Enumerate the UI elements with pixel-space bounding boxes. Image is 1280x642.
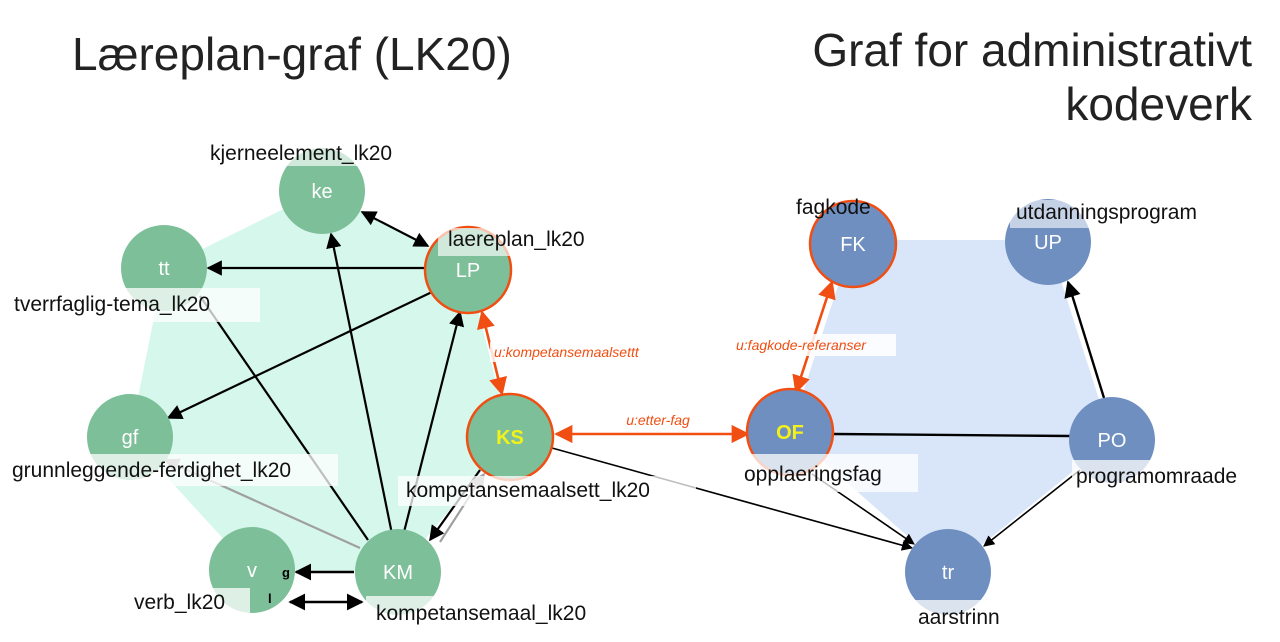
admin-graph-region bbox=[790, 240, 1112, 572]
edge-km-tt bbox=[199, 295, 369, 541]
edge-ke-lp bbox=[360, 211, 430, 247]
edge-label-fk-of: u:fagkode-referanser bbox=[736, 337, 867, 353]
edge-label-lp-ks: u:kompetansemaalsettt bbox=[494, 344, 640, 360]
node-ks-abbr: KS bbox=[496, 427, 524, 449]
node-ke-abbr: ke bbox=[311, 181, 332, 203]
node-po-name: programomraade bbox=[1076, 465, 1237, 488]
node-v-name: verb_lk20 bbox=[134, 591, 225, 614]
node-tr-name: aarstrinn bbox=[918, 606, 1000, 629]
edge-po-tr bbox=[983, 469, 1081, 547]
edge-po-up bbox=[1064, 280, 1106, 399]
label-bg-ke bbox=[208, 140, 422, 166]
node-po-abbr: PO bbox=[1098, 430, 1127, 452]
node-fk[interactable]: FK bbox=[808, 199, 898, 289]
label-bg-po bbox=[1072, 460, 1272, 490]
node-gf-abbr: gf bbox=[122, 427, 139, 449]
edge-km-ke bbox=[326, 232, 394, 535]
node-fk-name: fagkode bbox=[796, 196, 871, 219]
node-lp-name: laereplan_lk20 bbox=[448, 228, 585, 251]
node-tr-abbr: tr bbox=[942, 562, 955, 584]
edge-label-bg-fk-of bbox=[728, 334, 896, 356]
edge-label-bg-ks-of bbox=[612, 411, 704, 431]
label-bg-up bbox=[1010, 200, 1234, 228]
node-km-abbr: KM bbox=[383, 562, 413, 584]
node-v-abbr: v bbox=[247, 560, 257, 582]
label-bg-lp bbox=[438, 228, 608, 256]
label-bg-v bbox=[128, 588, 250, 616]
mark-l: l bbox=[268, 591, 272, 606]
right-title-line2: kodeverk bbox=[1065, 78, 1253, 130]
label-bg-km bbox=[366, 596, 622, 628]
node-ks-name: kompetansemaalsett_lk20 bbox=[406, 479, 650, 502]
node-tt-abbr: tt bbox=[158, 258, 170, 280]
node-ke[interactable]: ke bbox=[279, 148, 365, 234]
mark-g: g bbox=[282, 565, 290, 580]
node-gf-name: grunnleggende-ferdighet_lk20 bbox=[12, 459, 291, 482]
node-lp-abbr: LP bbox=[456, 260, 480, 282]
node-tr[interactable]: tr bbox=[905, 529, 991, 615]
label-bg-tt bbox=[10, 288, 260, 322]
edge-lp-gf bbox=[166, 291, 433, 419]
edge-label-ks-of: u:etter-fag bbox=[626, 412, 690, 428]
left-title: Læreplan-graf (LK20) bbox=[72, 28, 512, 80]
node-km[interactable]: KM bbox=[355, 529, 441, 615]
node-km-name: kompetansemaal_lk20 bbox=[376, 602, 586, 625]
label-bg-tr bbox=[910, 600, 1020, 630]
right-title-line1: Graf for administrativt bbox=[812, 24, 1252, 76]
edge-label-bg-lp-ks bbox=[490, 342, 666, 362]
label-bg-ks bbox=[398, 476, 696, 506]
node-up-abbr: UP bbox=[1034, 232, 1062, 254]
node-ke-name: kjerneelement_lk20 bbox=[210, 142, 392, 165]
label-bg-of bbox=[738, 454, 918, 492]
node-up-name: utdanningsprogram bbox=[1016, 201, 1197, 224]
node-ks[interactable]: KS bbox=[465, 392, 555, 482]
node-of-name: opplaeringsfag bbox=[744, 463, 882, 486]
node-fk-abbr: FK bbox=[840, 234, 866, 256]
label-bg-gf bbox=[8, 454, 338, 486]
node-tt-name: tverrfaglig-tema_lk20 bbox=[14, 293, 210, 316]
edge-of-po bbox=[833, 432, 1071, 438]
edge-ks-tr bbox=[551, 447, 914, 551]
node-of-abbr: OF bbox=[776, 422, 804, 444]
